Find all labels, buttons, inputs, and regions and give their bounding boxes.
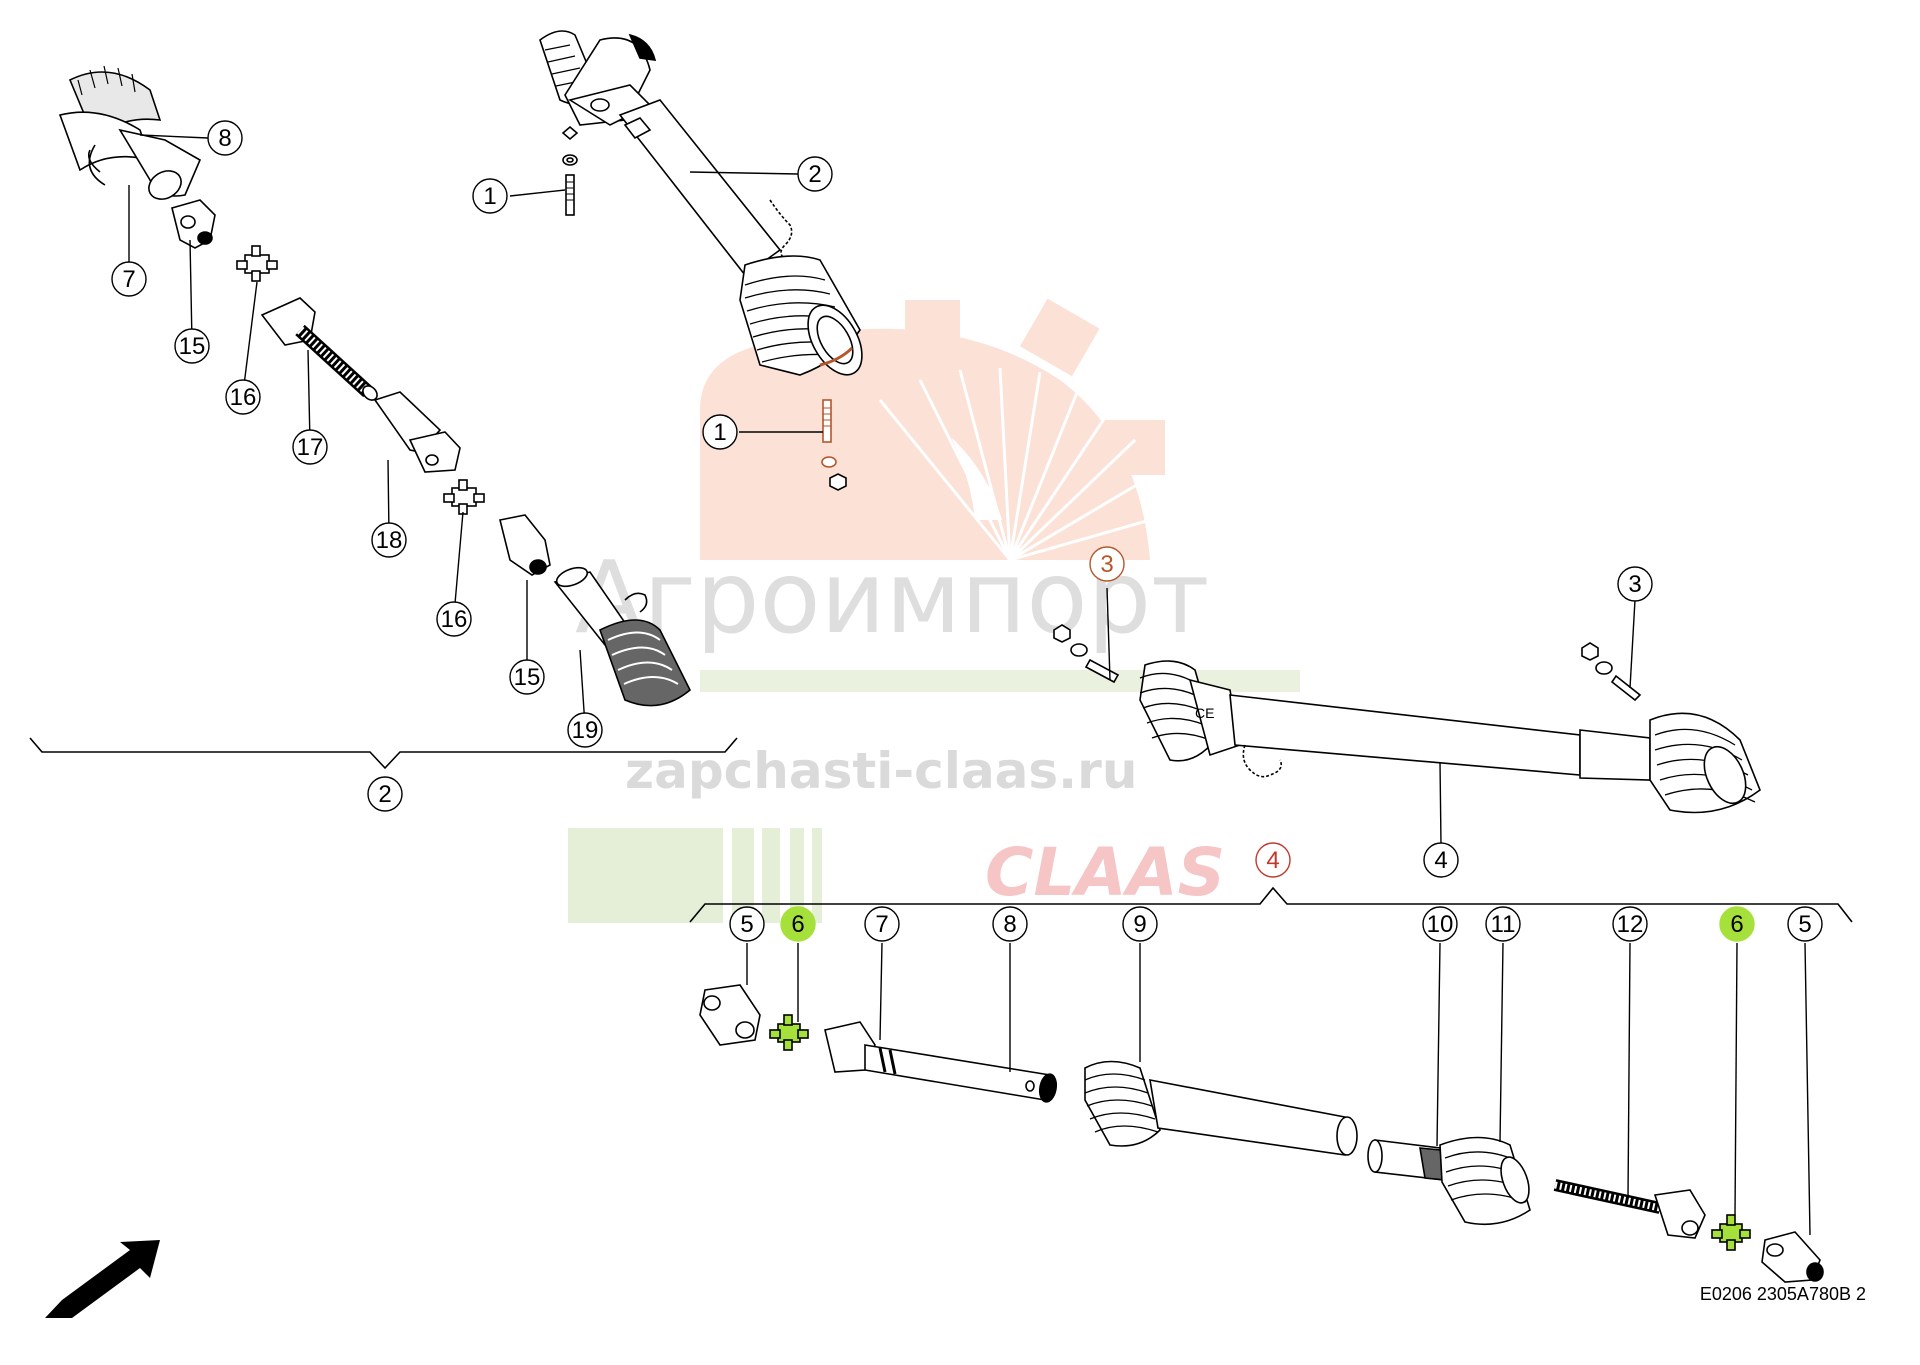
svg-text:3: 3: [1100, 551, 1113, 578]
bracket-bottom: [689, 886, 1853, 923]
part-splined-shaft-12: [1553, 1179, 1706, 1239]
part-yoke-5b: [1761, 1231, 1824, 1283]
part-bolt-1a: [561, 125, 579, 216]
svg-text:5: 5: [1798, 911, 1811, 938]
svg-text:18: 18: [376, 527, 403, 554]
shaft-assembly-4: CE: [1053, 624, 1761, 814]
callout-17: 17: [292, 429, 328, 465]
callout-3a: 3: [1089, 546, 1125, 582]
svg-text:15: 15: [514, 664, 541, 691]
part-cross-16a: [236, 245, 278, 282]
callout-12: 12: [1612, 906, 1648, 942]
part-bolt-set-3b: [1581, 642, 1642, 702]
part-bolt-1b: [821, 399, 847, 491]
svg-text:16: 16: [230, 384, 257, 411]
part-cross-6b: [1711, 1214, 1751, 1251]
callout-4a: 4: [1255, 842, 1291, 878]
part-yoke-15b: [499, 514, 551, 576]
exploded-assembly-bottom: [689, 886, 1853, 1283]
callout-5b: 5: [1787, 906, 1823, 942]
watermark-sunrays: [878, 367, 1151, 562]
callout-10: 10: [1422, 906, 1458, 942]
callout-1b: 1: [702, 414, 738, 450]
part-yoke-5a: [699, 984, 761, 1046]
direction-arrow-icon: [45, 1240, 160, 1318]
exploded-assembly-left: [29, 65, 738, 770]
bracket-left: [29, 737, 738, 770]
svg-text:12: 12: [1617, 911, 1644, 938]
svg-text:3: 3: [1628, 571, 1641, 598]
callout-1a: 1: [472, 178, 508, 214]
callout-14: 8: [207, 120, 243, 156]
svg-text:10: 10: [1427, 911, 1454, 938]
watermark: Агроимпорт zapchasti-claas.ru CLAAS: [568, 298, 1300, 923]
part-splined-shaft-17: [260, 297, 378, 401]
svg-text:CE: CE: [1195, 705, 1214, 721]
part-inner-tube-7-8: [824, 1021, 1058, 1103]
svg-text:2: 2: [378, 781, 391, 808]
part-outer-tube-10-11: [1367, 1136, 1531, 1226]
watermark-url: zapchasti-claas.ru: [625, 742, 1137, 800]
svg-text:1: 1: [713, 419, 726, 446]
callout-6a: 6: [780, 906, 816, 942]
svg-text:19: 19: [572, 717, 599, 744]
svg-text:6: 6: [1730, 911, 1743, 938]
svg-text:15: 15: [179, 333, 206, 360]
shaft-assembly-2: [539, 30, 863, 491]
callouts: 8 7 15 16 17 18 16 15 19 2 1 2 1 3 3 4 4…: [111, 120, 1823, 942]
svg-text:4: 4: [1434, 847, 1447, 874]
watermark-stripes: [568, 828, 822, 923]
svg-text:8: 8: [218, 125, 231, 152]
svg-text:8: 8: [1003, 911, 1016, 938]
part-yoke-15a: [171, 199, 216, 249]
part-cross-16b: [443, 479, 485, 515]
part-cross-6a: [769, 1014, 809, 1051]
callout-18: 18: [371, 522, 407, 558]
callout-13: 7: [111, 261, 147, 297]
part-guard-cone-14: [58, 65, 202, 200]
svg-text:1: 1: [483, 183, 496, 210]
callout-19: 19: [567, 712, 603, 748]
callout-9: 9: [1122, 906, 1158, 942]
callout-15a: 15: [174, 328, 210, 364]
svg-text:6: 6: [791, 911, 804, 938]
watermark-gear: [700, 298, 1165, 560]
callout-2a: 2: [797, 156, 833, 192]
svg-text:2: 2: [808, 161, 821, 188]
callout-4b: 4: [1423, 842, 1459, 878]
svg-text:4: 4: [1266, 847, 1279, 874]
svg-text:5: 5: [740, 911, 753, 938]
svg-text:7: 7: [875, 911, 888, 938]
callout-16a: 16: [225, 379, 261, 415]
svg-text:17: 17: [297, 434, 324, 461]
part-tube-yoke-18: [373, 391, 461, 473]
part-outer-guard-9: [1084, 1060, 1358, 1156]
callout-15b: 15: [509, 659, 545, 695]
watermark-claas-logo: CLAAS: [985, 834, 1225, 911]
callout-8: 8: [992, 906, 1028, 942]
callout-11: 11: [1485, 906, 1521, 942]
callout-3b: 3: [1617, 566, 1653, 602]
callout-2b: 2: [367, 776, 403, 812]
svg-text:11: 11: [1491, 911, 1516, 938]
callout-5a: 5: [729, 906, 765, 942]
drawing-code: E0206 2305A780B 2: [1699, 1284, 1866, 1304]
svg-text:9: 9: [1133, 911, 1146, 938]
svg-text:7: 7: [122, 266, 135, 293]
part-guard-tube-19: [553, 566, 691, 707]
svg-text:16: 16: [441, 606, 468, 633]
callout-7: 7: [864, 906, 900, 942]
callout-16b: 16: [436, 601, 472, 637]
callout-6b: 6: [1719, 906, 1755, 942]
